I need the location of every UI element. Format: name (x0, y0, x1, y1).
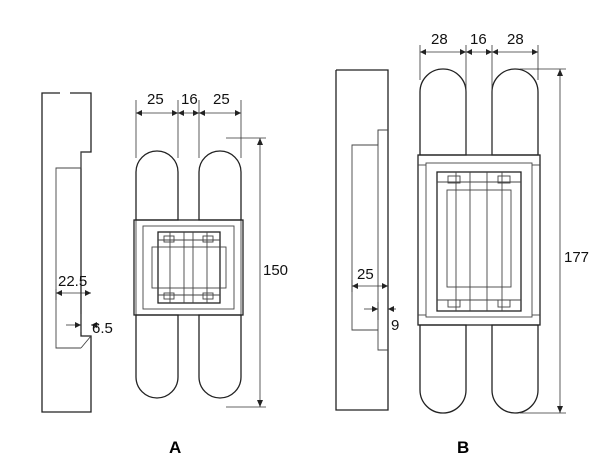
hinge-b: 28 16 28 177 25 9 B (335, 31, 589, 457)
hinge-a-door-profile (41, 92, 92, 413)
hinge-a-offset: 22.5 (58, 273, 87, 290)
hinge-b-offset-dimension (351, 280, 396, 320)
hinge-b-offset: 25 (357, 266, 374, 283)
hinge-a-depth: 6.5 (92, 320, 113, 337)
hinge-b-width-dimension (419, 45, 539, 155)
hinge-a-width-center: 16 (181, 91, 198, 108)
hinge-b-width-right: 28 (507, 31, 524, 48)
hinge-b-left-leaf (419, 68, 467, 414)
hinge-a: 25 16 25 150 22.5 6.5 A (41, 91, 288, 457)
hinge-a-width-right: 25 (213, 91, 230, 108)
hinge-b-width-left: 28 (431, 31, 448, 48)
hinge-b-label: B (457, 438, 469, 457)
hinge-b-depth: 9 (391, 317, 399, 334)
hinge-a-left-leaf (135, 150, 179, 399)
hinge-b-height-dimension (520, 68, 566, 414)
hinge-a-width-left: 25 (147, 91, 164, 108)
hinge-a-mechanism (133, 219, 244, 316)
hinge-b-right-leaf (491, 68, 539, 414)
hinge-b-height: 177 (564, 249, 589, 266)
hinge-a-right-leaf (198, 150, 242, 399)
hinge-b-width-center: 16 (470, 31, 487, 48)
hinge-a-offset-dimension (55, 289, 99, 332)
hinge-b-mechanism (417, 154, 541, 326)
hinge-a-height: 150 (263, 262, 288, 279)
hinge-b-door-profile (335, 69, 389, 411)
hinge-a-height-dimension (226, 137, 266, 408)
hinge-a-label: A (169, 438, 181, 457)
hinge-a-width-dimension (135, 100, 242, 158)
